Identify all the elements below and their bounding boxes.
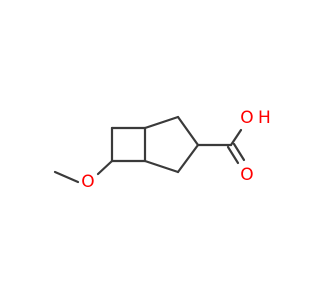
bond-c-omethoxy [96,159,114,176]
bond-ring5-d [143,159,180,174]
bond-c-double-o-1 [226,145,240,165]
bond-c-double-o-2 [232,142,246,162]
molecule-canvas: O O H O [53,108,271,192]
bond-c-oh [229,128,243,147]
bond-ring5-b [176,115,200,147]
structure-drawing: O O H O [53,108,271,192]
bond-ring5-a [143,115,180,130]
hydroxyl-oxygen-label: O [240,108,253,128]
hydroxyl-hydrogen-label: H [258,108,271,128]
bond-ring5-c [176,143,200,174]
methoxy-oxygen-label: O [81,172,94,192]
carbonyl-oxygen-label: O [240,165,253,185]
bond-omethoxy-ch3 [53,170,80,184]
